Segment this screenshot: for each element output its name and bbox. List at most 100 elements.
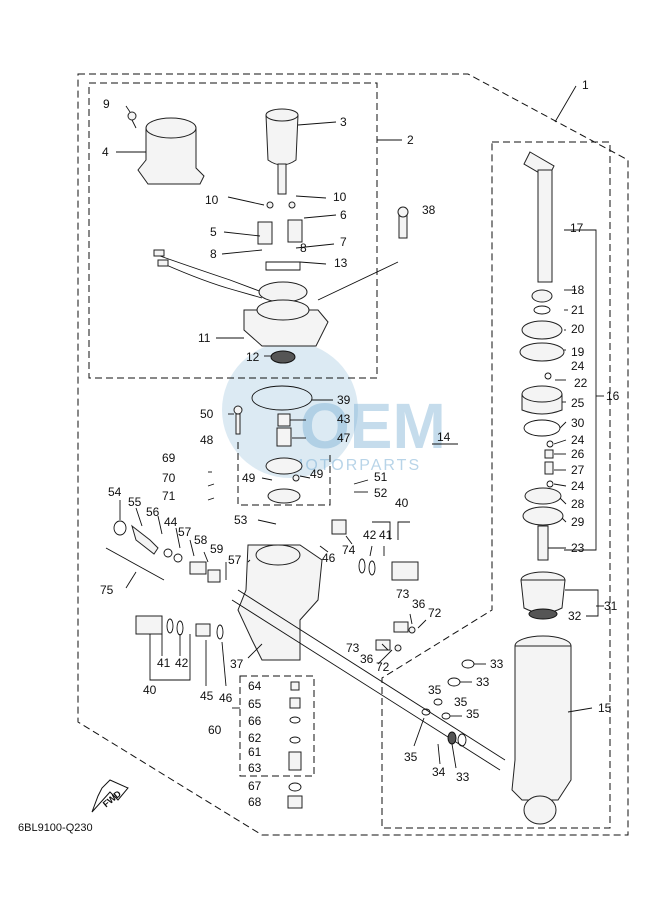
callout-8b: 8	[300, 241, 307, 255]
callout-62: 62	[248, 731, 262, 745]
callout-66: 66	[248, 714, 262, 728]
callout-64: 64	[248, 679, 262, 693]
callout-23: 23	[571, 541, 585, 555]
callout-33b: 33	[476, 675, 490, 689]
callout-37: 37	[230, 657, 244, 671]
diagram-code: 6BL9100-Q230	[18, 822, 93, 834]
valve-region-boundary	[237, 442, 331, 506]
callout-58: 58	[194, 533, 208, 547]
assembly-60-boundary	[239, 675, 315, 777]
callout-13: 13	[334, 256, 348, 270]
callout-33a: 33	[490, 657, 504, 671]
callout-40b: 40	[143, 683, 157, 697]
callout-18: 18	[571, 283, 585, 297]
callout-28: 28	[571, 497, 585, 511]
screw-50	[233, 405, 243, 435]
assembly-2-boundary	[88, 82, 378, 379]
callout-54: 54	[108, 485, 122, 499]
spring-43-spool-47	[276, 413, 292, 447]
callout-24b: 24	[571, 433, 585, 447]
callout-36b: 36	[360, 652, 374, 666]
callout-33c: 33	[456, 770, 470, 784]
seal-12	[270, 350, 296, 364]
callout-17: 17	[570, 221, 584, 235]
callout-68: 68	[248, 795, 262, 809]
callout-4: 4	[102, 145, 109, 159]
callout-21: 21	[571, 303, 585, 317]
callout-74: 74	[342, 543, 356, 557]
motor-armature-3	[265, 108, 299, 195]
screw-9	[127, 111, 137, 129]
assembly-16-boundary	[381, 141, 611, 829]
callout-75: 75	[100, 583, 114, 597]
leader-lines	[116, 85, 604, 769]
screw-38	[397, 206, 409, 239]
callout-50: 50	[200, 407, 214, 421]
callout-31: 31	[604, 599, 618, 613]
callout-35b: 35	[454, 695, 468, 709]
callout-1: 1	[582, 78, 589, 92]
callout-65: 65	[248, 697, 262, 711]
callout-41a: 41	[379, 528, 393, 542]
callout-11: 11	[198, 331, 211, 345]
callout-34: 34	[432, 765, 446, 779]
callout-20: 20	[571, 322, 585, 336]
callout-46b: 46	[219, 691, 233, 705]
cylinder-top-parts-18-22	[519, 289, 565, 380]
tilt-rod-17	[523, 151, 555, 283]
assembly-1-boundary	[77, 73, 629, 836]
callout-60: 60	[208, 723, 222, 737]
callout-57b: 57	[228, 553, 242, 567]
callout-73a: 73	[396, 587, 410, 601]
shuttle-valves-54-59	[113, 520, 221, 583]
bolt-75	[105, 547, 165, 581]
callout-14: 14	[437, 430, 451, 444]
callout-69: 69	[162, 451, 176, 465]
callout-2: 2	[407, 133, 414, 147]
callout-71: 71	[162, 489, 176, 503]
callout-3: 3	[340, 115, 347, 129]
callout-51: 51	[374, 470, 388, 484]
callout-45: 45	[200, 689, 214, 703]
callout-61: 61	[248, 745, 262, 759]
piston-25	[521, 385, 563, 437]
callout-30: 30	[571, 416, 585, 430]
cylinder-cap-31-32	[520, 571, 566, 620]
callout-42b: 42	[175, 656, 189, 670]
callout-25: 25	[571, 396, 585, 410]
callout-55: 55	[128, 495, 142, 509]
callout-48: 48	[200, 433, 214, 447]
callout-38: 38	[422, 203, 436, 217]
callout-53: 53	[234, 513, 248, 527]
callout-12: 12	[246, 350, 260, 364]
lead-wire	[153, 249, 263, 299]
tilt-cylinder-15	[511, 635, 572, 825]
check-valves-72-73	[375, 621, 416, 652]
callout-73b: 73	[346, 641, 360, 655]
callout-56: 56	[146, 505, 160, 519]
callout-24a: 24	[571, 359, 585, 373]
callout-47: 47	[337, 431, 351, 445]
callout-26: 26	[571, 447, 585, 461]
callout-5: 5	[210, 225, 217, 239]
callout-16: 16	[606, 389, 620, 403]
callout-36a: 36	[412, 597, 426, 611]
callout-35c: 35	[466, 707, 480, 721]
valve-stack-61-68	[287, 681, 303, 809]
callout-10a: 10	[205, 193, 219, 207]
callout-72b: 72	[376, 660, 390, 674]
motor-cover-4	[137, 117, 205, 185]
callout-49a: 49	[242, 471, 256, 485]
callout-22: 22	[574, 376, 588, 390]
callout-27: 27	[571, 463, 585, 477]
callout-67: 67	[248, 779, 262, 793]
callout-41b: 41	[157, 656, 171, 670]
piston-valves-24-29	[522, 440, 564, 561]
callout-43: 43	[337, 412, 351, 426]
gear-pump-48-49	[265, 457, 303, 504]
callout-10b: 10	[333, 190, 347, 204]
callout-6: 6	[340, 208, 347, 222]
brush-holder-5-6-7-8	[257, 201, 303, 271]
callout-63: 63	[248, 761, 262, 775]
